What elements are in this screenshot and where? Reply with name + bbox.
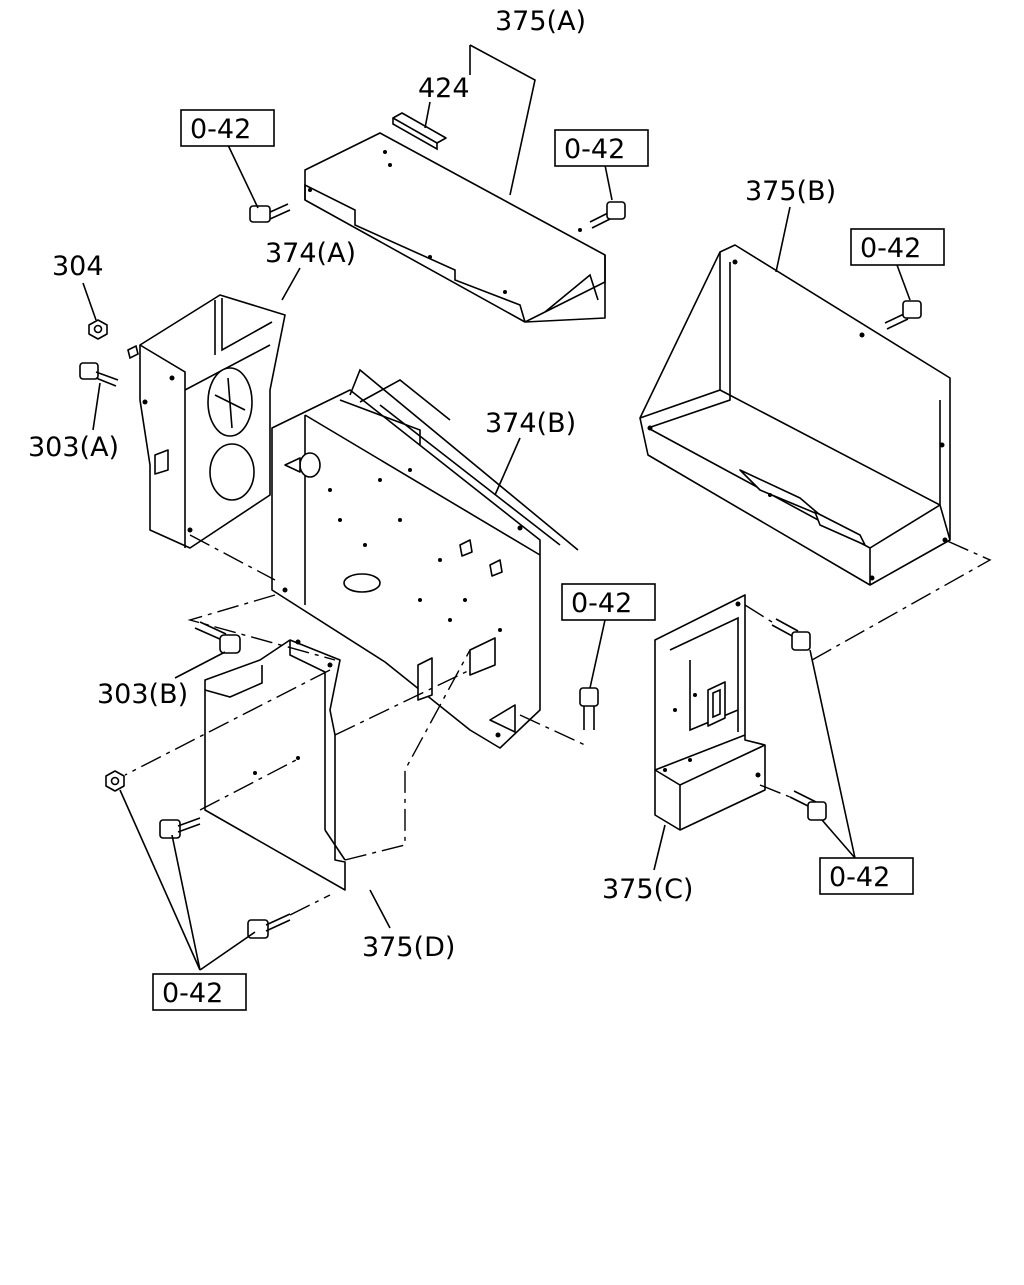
seal-424 [392,112,447,151]
bolt-303a [79,362,119,387]
label-375c: 375(C) [602,874,693,905]
ref-box-6: 0-42 [152,973,247,1011]
label-424: 424 [418,73,470,104]
plate-374b [271,368,579,749]
bolt-375b [884,300,922,330]
bolt-top-right [589,201,626,229]
ref-box-2: 0-42 [554,129,649,167]
bolt-375d-mid [159,817,201,839]
label-303b: 303(B) [97,679,188,710]
tray-375b [639,244,951,586]
label-374a: 374(A) [265,238,356,269]
ref-box-1: 0-42 [180,109,275,147]
part-labels: 375(A) 424 375(B) 374(A) 374(B) 304 303(… [28,6,836,963]
alignment-lines [124,534,992,916]
label-375a: 375(A) [495,6,586,37]
leader-lines [82,44,911,971]
label-375b: 375(B) [745,176,836,207]
label-374b: 374(B) [485,408,576,439]
ref-label-6: 0-42 [162,978,223,1009]
bracket-374a [139,294,286,549]
ref-box-5: 0-42 [819,857,914,895]
cover-375d [204,639,346,891]
nut-304 [88,319,139,360]
bolt-mid [579,687,599,730]
label-375d: 375(D) [362,932,455,963]
ref-box-3: 0-42 [850,228,945,266]
label-303a: 303(A) [28,432,119,463]
ref-label-4: 0-42 [571,588,632,619]
bolt-303b [194,621,241,654]
bolt-375c-lower [789,790,827,821]
ref-label-2: 0-42 [564,134,625,165]
ref-label-5: 0-42 [829,862,890,893]
ref-box-4: 0-42 [561,583,656,621]
nut-375d [105,770,125,792]
cover-375c [654,594,766,831]
ref-label-1: 0-42 [190,114,251,145]
ref-label-3: 0-42 [860,233,921,264]
bolt-top-left [249,203,291,223]
bolt-375c-upper [771,618,811,651]
bolt-375d-low [247,913,291,939]
cover-375a [304,132,606,323]
label-304: 304 [52,251,104,282]
